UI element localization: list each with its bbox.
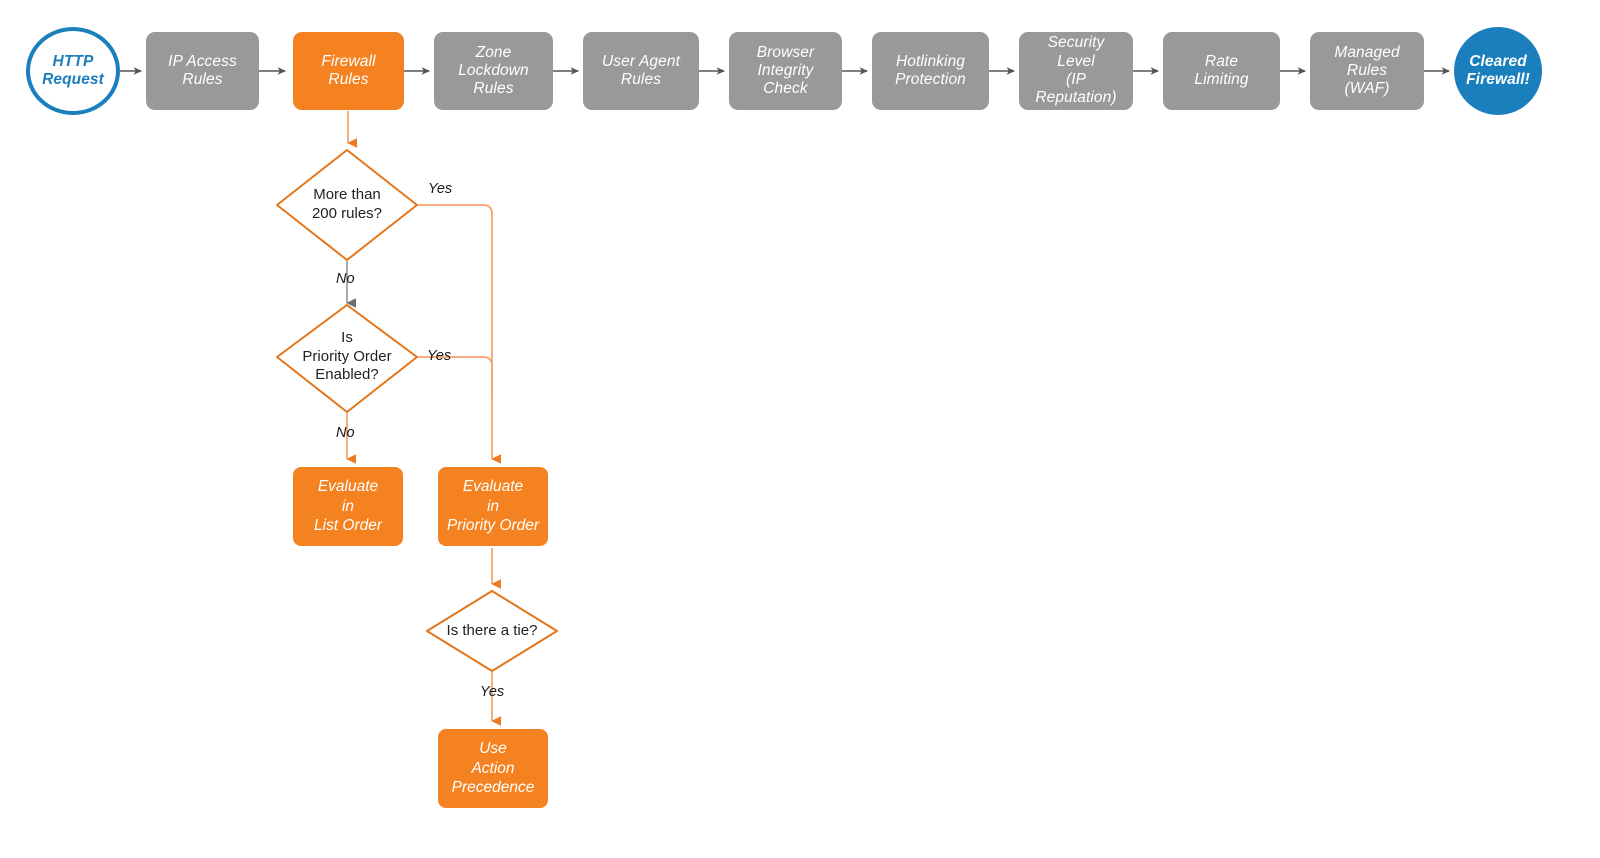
node-evaluate-in-priority-order[interactable]: Evaluate in Priority Order: [438, 467, 548, 546]
node-user-agent-rules[interactable]: User Agent Rules: [583, 32, 699, 110]
node-ip-access-rules[interactable]: IP Access Rules: [146, 32, 259, 110]
node-evaluate-in-list-order[interactable]: Evaluate in List Order: [293, 467, 403, 546]
node-use-action-precedence[interactable]: Use Action Precedence: [438, 729, 548, 808]
end-node-cleared-firewall[interactable]: Cleared Firewall!: [1454, 27, 1542, 115]
start-node-http-request[interactable]: HTTP Request: [26, 27, 120, 115]
edge-label-yes-more-than-200-rules: Yes: [428, 181, 453, 197]
edge-decision1-yes: [418, 204, 502, 464]
edge-label-yes-tie: Yes: [480, 684, 505, 700]
edge-label-no-more-than-200-rules: No: [336, 271, 355, 287]
node-managed-rules-waf[interactable]: Managed Rules (WAF): [1310, 32, 1424, 110]
decision-label-is-priority-order-enabled[interactable]: Is Priority Order Enabled?: [302, 328, 392, 384]
decision-label-is-there-a-tie[interactable]: Is there a tie?: [446, 621, 538, 639]
node-browser-integrity-check[interactable]: Browser Integrity Check: [729, 32, 842, 110]
node-firewall-rules[interactable]: Firewall Rules: [293, 32, 404, 110]
node-hotlinking-protection[interactable]: Hotlinking Protection: [872, 32, 989, 110]
node-security-level-ip-reputation[interactable]: Security Level (IP Reputation): [1019, 32, 1133, 110]
edge-label-no-priority-order: No: [336, 425, 355, 441]
edge-label-yes-priority-order: Yes: [427, 348, 452, 364]
decision-label-more-than-200-rules[interactable]: More than 200 rules?: [311, 186, 383, 222]
node-rate-limiting[interactable]: Rate Limiting: [1163, 32, 1280, 110]
node-zone-lockdown-rules[interactable]: Zone Lockdown Rules: [434, 32, 553, 110]
